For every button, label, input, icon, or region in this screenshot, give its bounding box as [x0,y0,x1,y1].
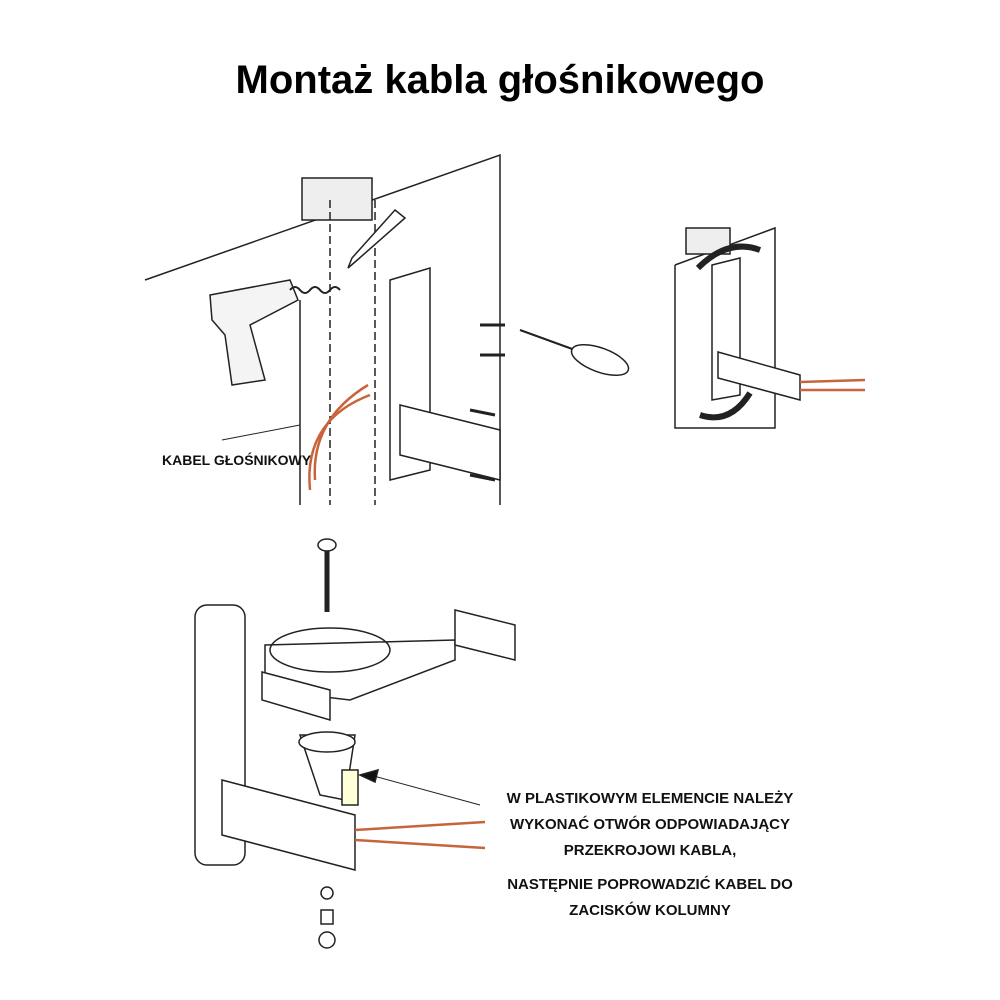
screwdriver-icon [519,329,630,376]
instruction-note: W PLASTIKOWYM ELEMENCIE NALEŻY WYKONAĆ O… [480,786,820,924]
note-line: WYKONAĆ OTWÓR ODPOWIADAJĄCY [510,816,790,833]
note-line: W PLASTIKOWYM ELEMENCIE NALEŻY [506,790,794,807]
note-line: ZACISKÓW KOLUMNY [569,902,731,919]
page-title: Montaż kabla głośnikowego [235,58,765,102]
note-line: PRZEKROJOWI KABLA, [563,842,737,859]
speaker-cable-top [308,383,371,491]
wall-bracket-assembly [194,538,516,949]
mounting-plate [389,266,505,482]
note-line: NASTĘPNIE POPROWADZIĆ KABEL DO [507,876,793,893]
wall-panel [144,153,501,505]
inset-mounted-bracket [674,226,866,429]
drill-icon [209,279,341,386]
speaker-cable-label: KABEL GŁOŚNIKOWY [162,452,312,468]
pencil-icon [347,208,407,269]
